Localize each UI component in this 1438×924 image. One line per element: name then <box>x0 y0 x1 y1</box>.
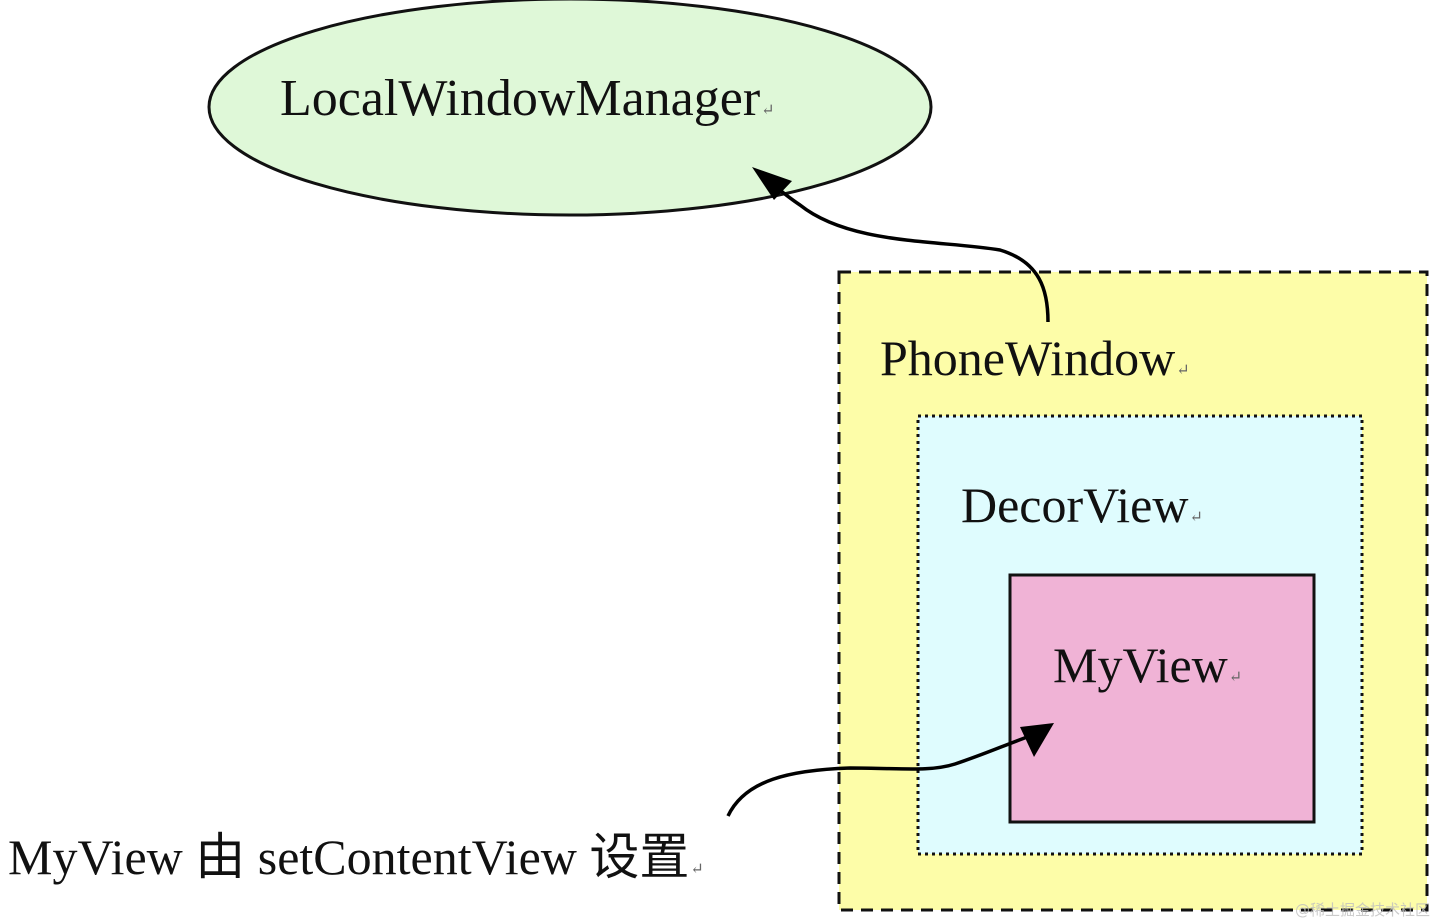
decor-view-label: DecorView↵ <box>961 480 1203 530</box>
my-view-box <box>1008 573 1316 824</box>
paragraph-mark-icon: ↵ <box>761 102 775 119</box>
phone-window-to-lwm-arrowhead <box>752 167 792 200</box>
caption-to-myview-arrowhead <box>1020 723 1054 757</box>
my-view-label: MyView↵ <box>1053 640 1242 690</box>
local-window-manager-text: LocalWindowManager <box>280 70 761 127</box>
local-window-manager-label: LocalWindowManager↵ <box>280 73 775 125</box>
phone-window-to-lwm-arrow <box>763 176 1050 323</box>
paragraph-mark-icon: ↵ <box>1189 509 1203 526</box>
caption-to-myview-arrow <box>726 734 1031 817</box>
paragraph-mark-icon: ↵ <box>1176 362 1190 379</box>
paragraph-mark-icon: ↵ <box>1228 669 1243 686</box>
watermark: @稀土掘金技术社区 <box>1294 901 1430 919</box>
caption-label: MyView 由 setContentView 设置↵ <box>8 832 704 882</box>
phone-window-text: PhoneWindow <box>880 330 1176 386</box>
local-window-manager-node <box>207 0 933 217</box>
decor-view-text: DecorView <box>961 477 1189 533</box>
my-view-text: MyView <box>1053 637 1228 693</box>
caption-text: MyView 由 setContentView 设置 <box>8 829 690 885</box>
phone-window-label: PhoneWindow↵ <box>880 333 1190 383</box>
paragraph-mark-icon: ↵ <box>690 861 704 878</box>
